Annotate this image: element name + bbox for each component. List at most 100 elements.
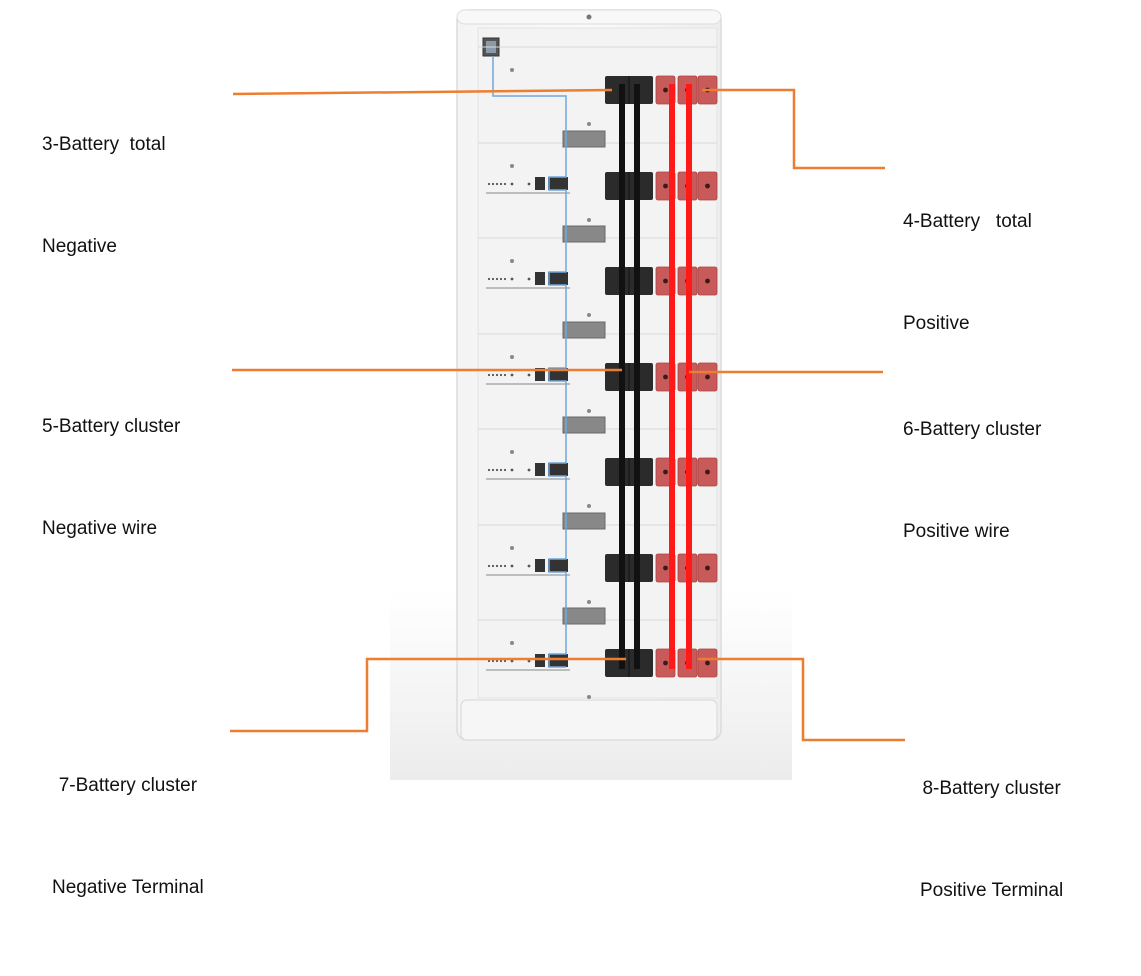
status-led: [491, 564, 495, 568]
module-screw: [510, 68, 514, 72]
status-led: [527, 564, 531, 568]
module-screw: [587, 122, 591, 126]
battery-modules: [478, 46, 717, 699]
module-screw: [510, 546, 514, 550]
status-led: [499, 182, 503, 186]
module-screw: [587, 313, 591, 317]
comm-port: [548, 177, 568, 190]
status-led: [503, 182, 507, 186]
handle-slot: [562, 321, 606, 339]
module-text-strip: [486, 669, 570, 671]
status-led: [527, 373, 531, 377]
status-led: [495, 659, 499, 663]
label-line: Positive: [903, 313, 970, 334]
handle-slot: [562, 225, 606, 243]
status-led: [499, 373, 503, 377]
cabinet: [456, 9, 722, 741]
status-led: [487, 659, 491, 663]
leader-lines: [230, 88, 905, 742]
status-led: [503, 277, 507, 281]
status-led: [510, 182, 514, 186]
module-screw: [587, 409, 591, 413]
status-led: [495, 564, 499, 568]
module-screw: [510, 259, 514, 263]
status-led: [527, 277, 531, 281]
comm-port: [535, 272, 545, 285]
status-led: [495, 277, 499, 281]
status-led: [527, 468, 531, 472]
status-led: [491, 659, 495, 663]
comm-port: [548, 559, 568, 572]
label-line: 5-Battery cluster: [42, 416, 181, 437]
terminal-bolt: [705, 469, 710, 475]
module-screw: [510, 355, 514, 359]
comm-port: [548, 272, 568, 285]
label-line: Positive Terminal: [920, 880, 1064, 901]
module-text-strip: [486, 192, 570, 194]
leader-total-negative: [232, 88, 613, 96]
leader-total-positive: [702, 88, 885, 170]
status-led: [510, 468, 514, 472]
status-led: [527, 659, 531, 663]
terminal-bolt: [663, 87, 668, 93]
label-line: Positive wire: [903, 521, 1010, 542]
handle-slot: [562, 607, 606, 625]
leader-cluster-positive-terminal: [698, 657, 905, 742]
power-cables: [619, 84, 692, 669]
label-line: Negative wire: [42, 518, 158, 539]
label-line: 4-Battery total: [903, 211, 1032, 232]
status-led: [487, 373, 491, 377]
comm-port: [535, 177, 545, 190]
label-line: 6-Battery cluster: [903, 419, 1042, 440]
status-led: [499, 659, 503, 663]
label-battery-cluster-negative-terminal: 7-Battery cluster Negative Terminal: [52, 701, 204, 973]
comm-port: [548, 463, 568, 476]
handle-slot: [562, 416, 606, 434]
status-led: [491, 277, 495, 281]
module-text-strip: [486, 574, 570, 576]
status-led: [487, 277, 491, 281]
status-led: [503, 373, 507, 377]
module-screw: [510, 641, 514, 645]
status-led: [510, 564, 514, 568]
status-led: [487, 564, 491, 568]
label-line: Negative Terminal: [52, 877, 204, 898]
terminal-bolt: [705, 374, 710, 380]
top-screw: [586, 14, 592, 20]
terminal-bolt: [663, 183, 668, 189]
status-led: [491, 468, 495, 472]
label-battery-cluster-negative-wire: 5-Battery cluster Negative wire: [42, 342, 180, 614]
comm-port: [535, 654, 545, 667]
module-text-strip: [486, 383, 570, 385]
battery-diagram: 3-Battery total Negative 4-Battery total…: [42, 9, 1063, 901]
handle-slot: [562, 512, 606, 530]
status-led: [495, 182, 499, 186]
comm-wire-path: [492, 56, 567, 668]
terminal-bolt: [663, 660, 668, 666]
status-led: [499, 468, 503, 472]
label-battery-total-negative: 3-Battery total Negative: [42, 60, 166, 332]
status-led: [495, 468, 499, 472]
terminal-bolt: [705, 278, 710, 284]
module-screw: [587, 218, 591, 222]
module-text-strip: [486, 478, 570, 480]
module-screw: [587, 504, 591, 508]
label-battery-cluster-positive-wire: 6-Battery cluster Positive wire: [903, 345, 1041, 617]
status-led: [491, 182, 495, 186]
label-battery-cluster-positive-terminal: 8-Battery cluster Positive Terminal: [920, 704, 1063, 976]
communication-wire: [492, 56, 567, 668]
comm-port: [535, 463, 545, 476]
label-line: 3-Battery total: [42, 134, 166, 155]
label-line: Negative: [42, 236, 117, 257]
comm-port: [548, 654, 568, 667]
status-led: [503, 659, 507, 663]
handle-slot: [562, 130, 606, 148]
status-led: [527, 182, 531, 186]
status-led: [510, 659, 514, 663]
terminal-bolt: [705, 565, 710, 571]
comm-port: [535, 559, 545, 572]
status-led: [503, 564, 507, 568]
module-screw: [510, 450, 514, 454]
status-led: [499, 564, 503, 568]
module-screw: [587, 695, 591, 699]
